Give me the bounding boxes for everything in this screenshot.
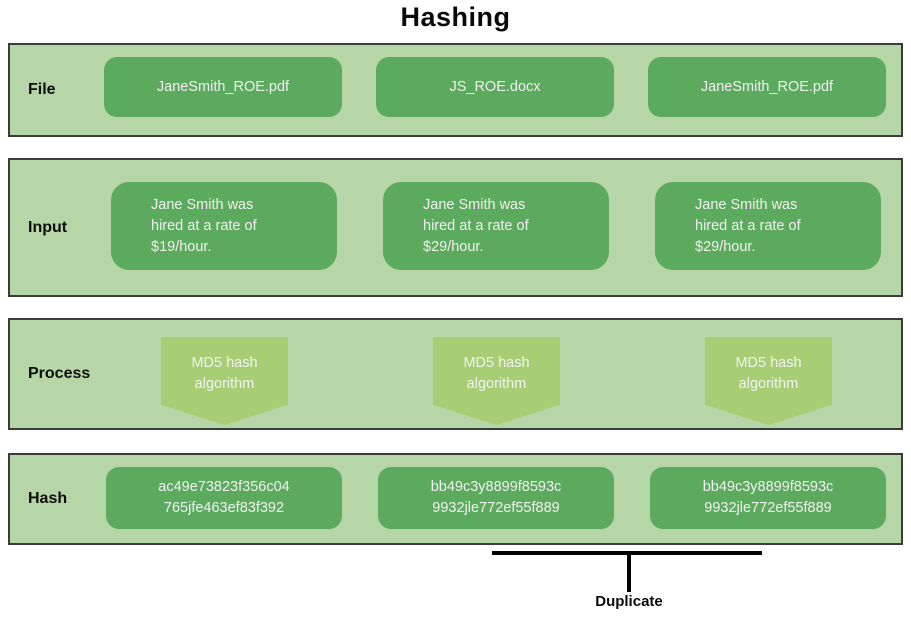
input-row: Input Jane Smith was hired at a rate of …: [8, 158, 903, 297]
file-box-3: JaneSmith_ROE.pdf: [648, 57, 886, 117]
hash-box-2: bb49c3y8899f8593c 9932jle772ef55f889: [378, 467, 614, 529]
input-box-2: Jane Smith was hired at a rate of $29/ho…: [383, 182, 609, 270]
file-box-1: JaneSmith_ROE.pdf: [104, 57, 342, 117]
input-box-1: Jane Smith was hired at a rate of $19/ho…: [111, 182, 337, 270]
diagram-title: Hashing: [400, 2, 511, 32]
hash-box-1: ac49e73823f356c04 765jfe463ef83f392: [106, 467, 342, 529]
input-box-3: Jane Smith was hired at a rate of $29/ho…: [655, 182, 881, 270]
process-arrow-shape-1: MD5 hash algorithm: [161, 337, 288, 425]
hash-box-3: bb49c3y8899f8593c 9932jle772ef55f889: [650, 467, 886, 529]
duplicate-bracket-vertical-line: [627, 551, 631, 592]
file-box-2: JS_ROE.docx: [376, 57, 614, 117]
input-row-label: Input: [28, 218, 68, 236]
hash-row: Hash ac49e73823f356c04 765jfe463ef83f392…: [8, 453, 903, 545]
hash-row-label: Hash: [28, 490, 68, 507]
process-arrow-shape-2: MD5 hash algorithm: [433, 337, 560, 425]
process-row-label: Process: [28, 365, 91, 382]
file-row: File JaneSmith_ROE.pdf JS_ROE.docx JaneS…: [8, 43, 903, 137]
process-row: Process MD5 hash algorithm MD5 hash algo…: [8, 318, 903, 430]
file-row-label: File: [28, 81, 56, 98]
duplicate-label: Duplicate: [595, 593, 663, 610]
process-arrow-shape-3: MD5 hash algorithm: [705, 337, 832, 425]
